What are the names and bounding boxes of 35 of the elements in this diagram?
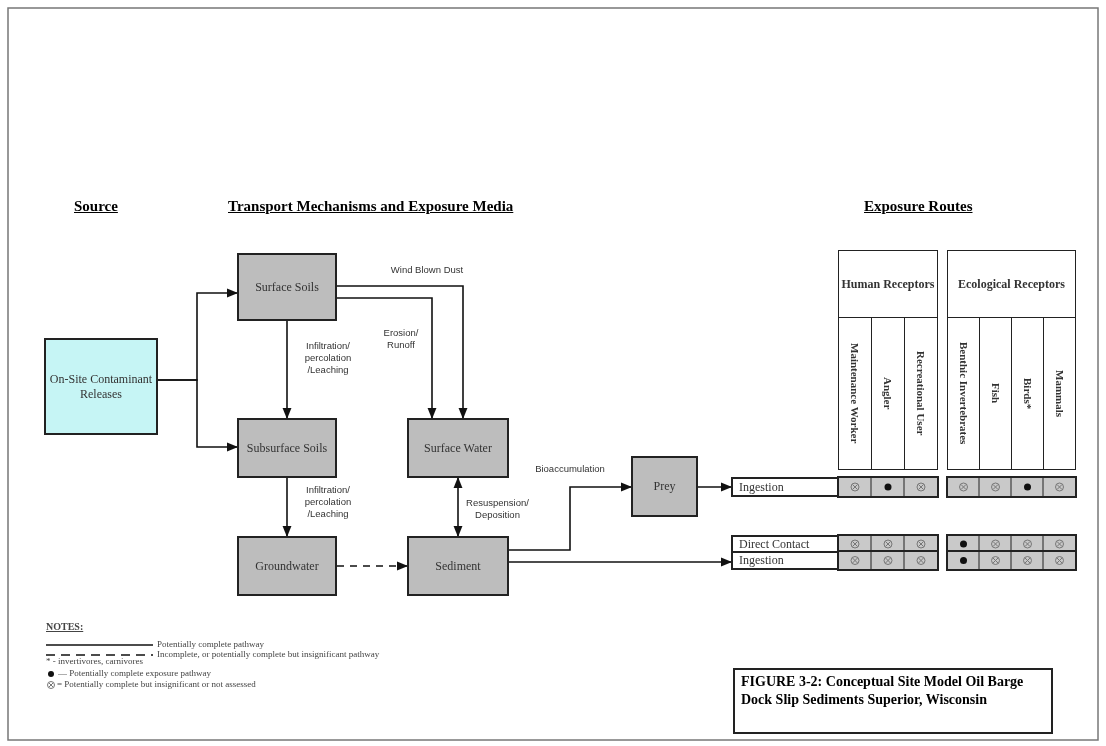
table-header: Ecological Receptors — [947, 250, 1076, 318]
arrow — [282, 477, 292, 538]
arrow — [282, 320, 292, 420]
column-header: Maintenance Worker — [838, 317, 872, 470]
media-box: Sediment — [407, 536, 509, 596]
column-heading: Transport Mechanisms and Exposure Media — [228, 198, 514, 215]
media-box: Surface Soils — [237, 253, 337, 321]
media-box: Surface Water — [407, 418, 509, 478]
arrow — [508, 557, 733, 567]
receptor-box: Prey — [631, 456, 698, 517]
media-box: Groundwater — [237, 536, 337, 596]
column-header: Recreational User — [904, 317, 938, 470]
legend-text: Incomplete, or potentially complete but insignificant pathway — [157, 649, 380, 659]
column-heading: Source — [74, 198, 118, 215]
legend-text: — Potentially complete exposure pathway — [58, 668, 211, 678]
media-box: Subsurface Soils — [237, 418, 337, 478]
arrow — [157, 379, 239, 452]
source-box: On-Site Contaminant Releases — [44, 338, 158, 435]
column-header: Mammals — [1043, 317, 1076, 470]
column-heading: Exposure Routes — [864, 198, 973, 215]
figure-title: FIGURE 3-2: Conceptual Site Model Oil Barge Dock Slip Sediments Superior, Wisconsin — [733, 668, 1053, 734]
arrow — [336, 285, 468, 420]
column-header: Benthic Invertebrates — [947, 317, 980, 470]
arrow — [697, 482, 733, 492]
arrow — [453, 476, 463, 538]
note-text: NOTES: — [46, 621, 84, 632]
dashed-arrow — [336, 561, 409, 571]
arrow — [336, 297, 437, 420]
arrow — [508, 482, 633, 551]
legend-text: = Potentially complete but insignificant or not assessed — [57, 679, 256, 689]
route-row: Ingestion — [731, 551, 839, 570]
legend-text: Potentially complete pathway — [157, 639, 264, 649]
table-header: Human Receptors — [838, 250, 938, 318]
note-text: * - invertivores, carnivores — [46, 656, 143, 666]
route-row: Ingestion — [731, 477, 839, 497]
